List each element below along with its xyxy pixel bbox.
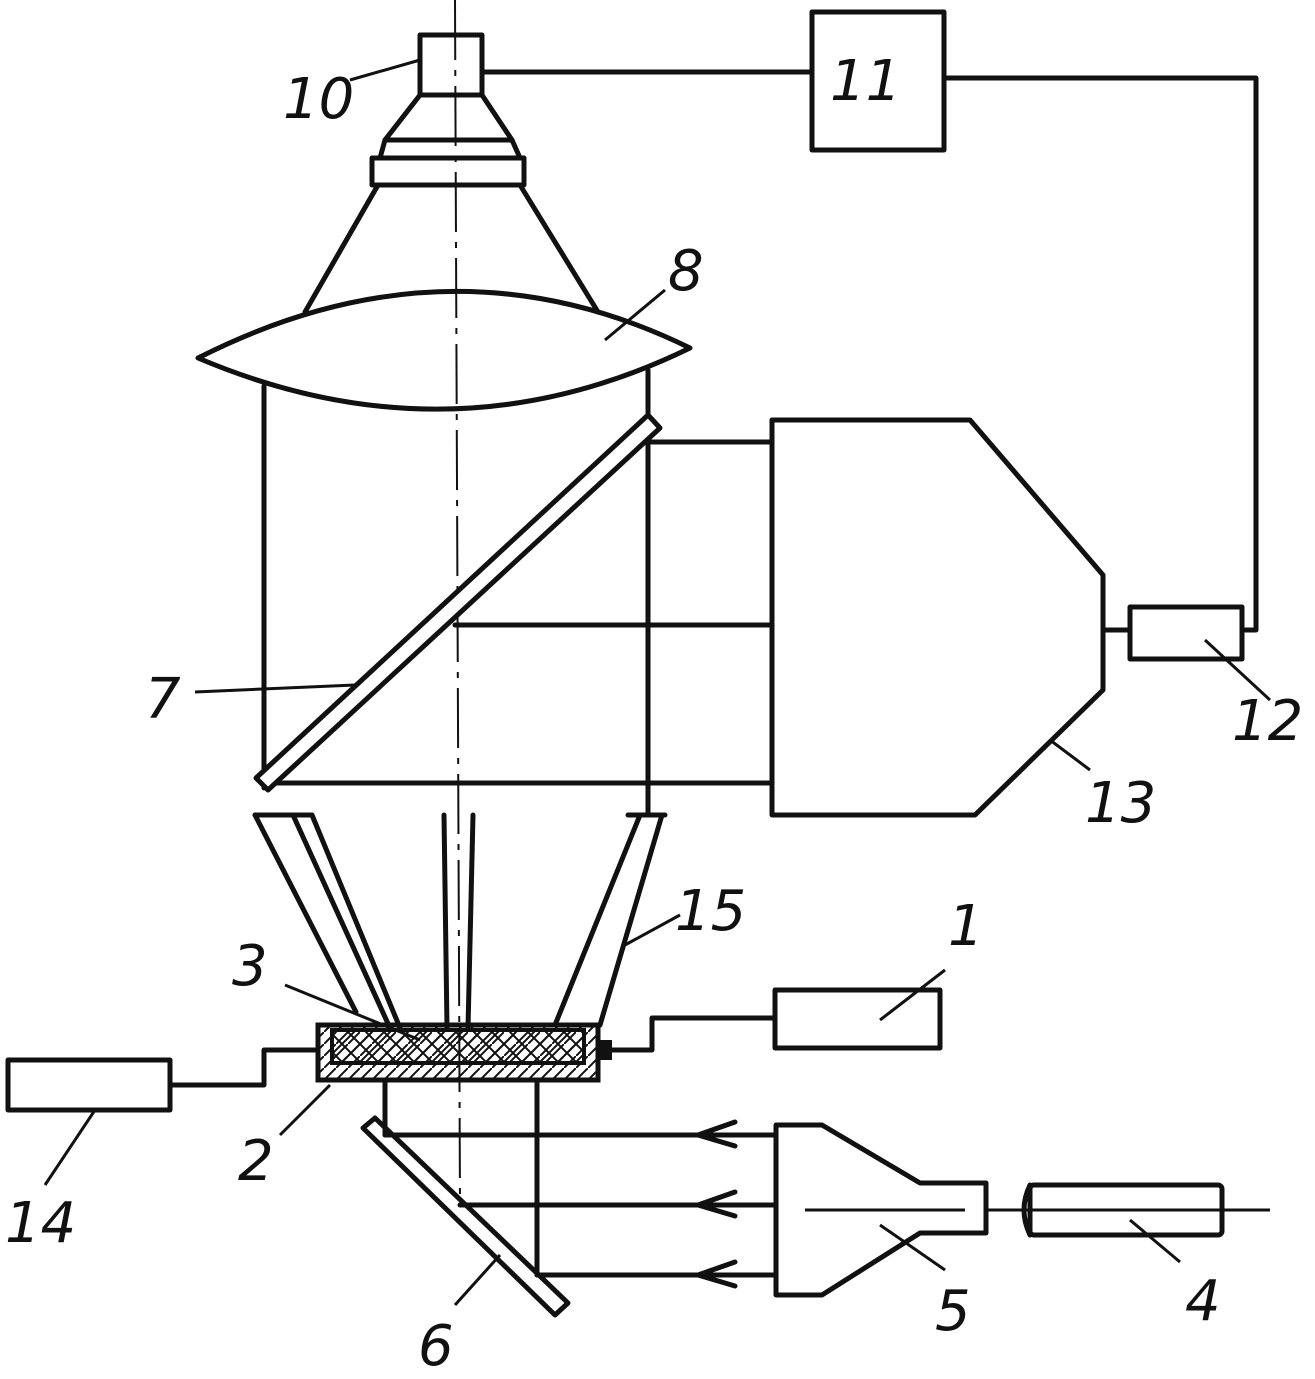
lens-8 [198,291,690,409]
label-2: 2 [238,1129,274,1194]
label-11: 11 [830,49,901,114]
block-1 [775,990,940,1048]
sample-holder-2 [318,1025,612,1080]
label-7: 7 [145,667,181,732]
upper-cone-right [520,185,598,312]
label-4: 4 [1185,1269,1221,1334]
label-3: 3 [232,934,268,999]
label-10: 10 [283,67,354,132]
label-1: 1 [948,894,984,959]
upper-cone-left [305,185,378,312]
label-6: 6 [418,1314,454,1379]
label-8: 8 [668,239,704,304]
label-14: 14 [5,1191,76,1256]
label-13: 13 [1085,771,1156,836]
block-12 [1130,607,1242,659]
wire-10-11-12 [482,72,1256,630]
label-5: 5 [935,1279,971,1344]
block-14 [8,1060,170,1110]
label-12: 12 [1232,689,1303,754]
laser-4 [986,1185,1270,1235]
sample-3 [332,1030,584,1063]
camera-13 [772,420,1103,815]
wire-2-14 [170,1050,318,1085]
label-15: 15 [675,879,746,944]
detector-10 [372,35,524,185]
label-leaders [45,60,1270,1305]
wire-2-1 [612,1018,775,1050]
